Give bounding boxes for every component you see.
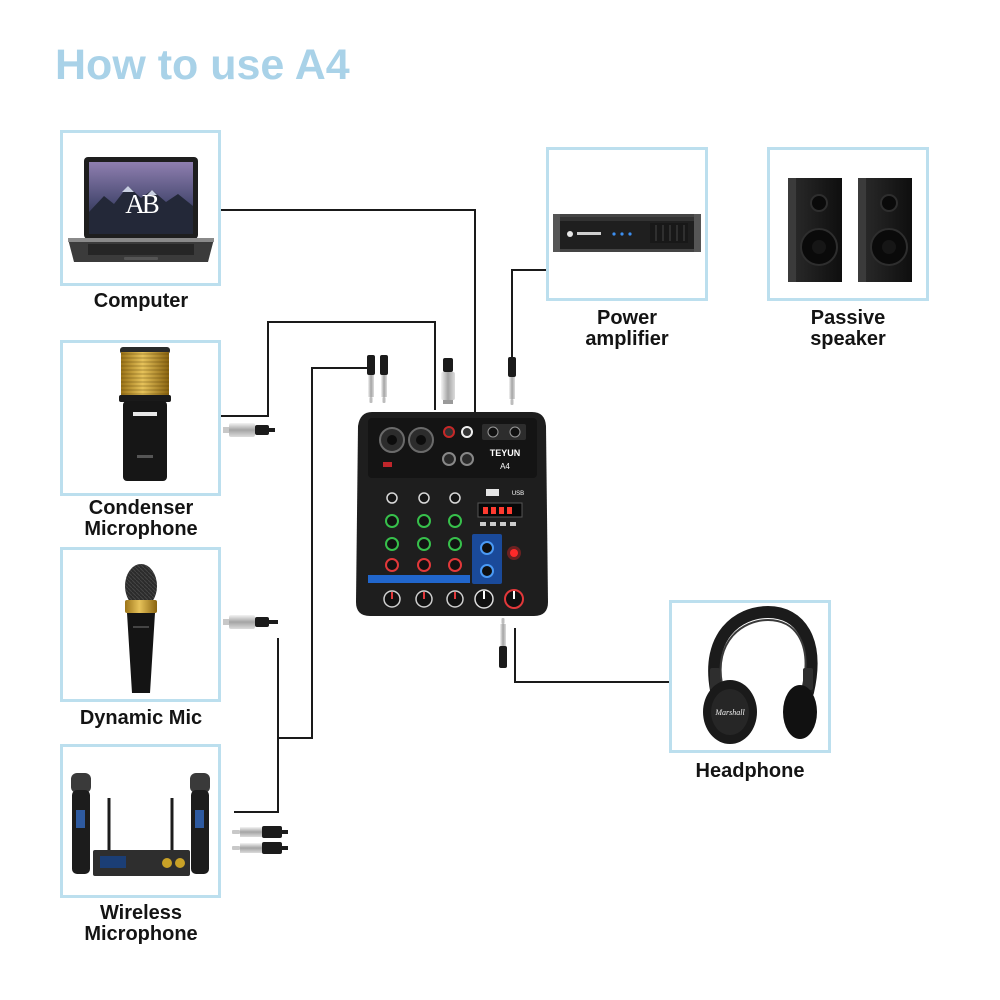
mixer-icon: TEYUN A4: [356, 412, 548, 616]
headphone-brand: Marshall: [714, 708, 745, 717]
power-amplifier-icon: [553, 214, 701, 252]
cable-computer: [221, 209, 476, 412]
condenser-microphone-icon: [119, 347, 171, 481]
cable-power-amplifier: [511, 269, 546, 357]
screen-logo: AB: [125, 189, 158, 219]
cable-condenser-microphone: [221, 321, 436, 417]
passive-speaker-icon: [788, 178, 912, 282]
cable-mic-bus: [278, 367, 367, 739]
condenser-microphone-label: Condenser Microphone: [84, 497, 198, 540]
mixer-brand: TEYUN: [490, 448, 521, 458]
xlr-connector-icon: [223, 615, 278, 629]
cable-dynamic-mic: [234, 638, 279, 813]
xlr-connector-icon: [223, 423, 275, 437]
power-amplifier-label: Power amplifier: [585, 307, 669, 350]
cable-headphone: [514, 628, 669, 683]
jack-connector-icon: [232, 826, 288, 838]
passive-speaker-label: Passive speaker: [810, 307, 886, 350]
cables: [221, 209, 669, 813]
xlr-connector-icon: [441, 358, 455, 404]
mixer-model: A4: [500, 462, 510, 471]
jack-connector-icon: [367, 355, 375, 403]
jack-connector-icon: [499, 618, 507, 668]
dynamic-microphone-icon: [125, 564, 157, 693]
jack-connector-icon: [508, 357, 516, 405]
headphone-label: Headphone: [695, 760, 805, 782]
wireless-microphone-label: Wireless Microphone: [84, 902, 198, 945]
page-title: How to use A4: [55, 41, 350, 89]
mixer-usb-label: USB: [512, 491, 524, 497]
jack-connector-icon: [232, 842, 288, 854]
laptop-icon: AB: [68, 157, 214, 262]
computer-label: Computer: [93, 290, 189, 312]
headphone-icon: Marshall: [703, 605, 818, 744]
wireless-microphone-icon: [71, 773, 210, 876]
mixer-channel-knobs: [368, 492, 470, 608]
jack-connector-icon: [380, 355, 388, 403]
dynamic-mic-label: Dynamic Mic: [79, 707, 203, 729]
